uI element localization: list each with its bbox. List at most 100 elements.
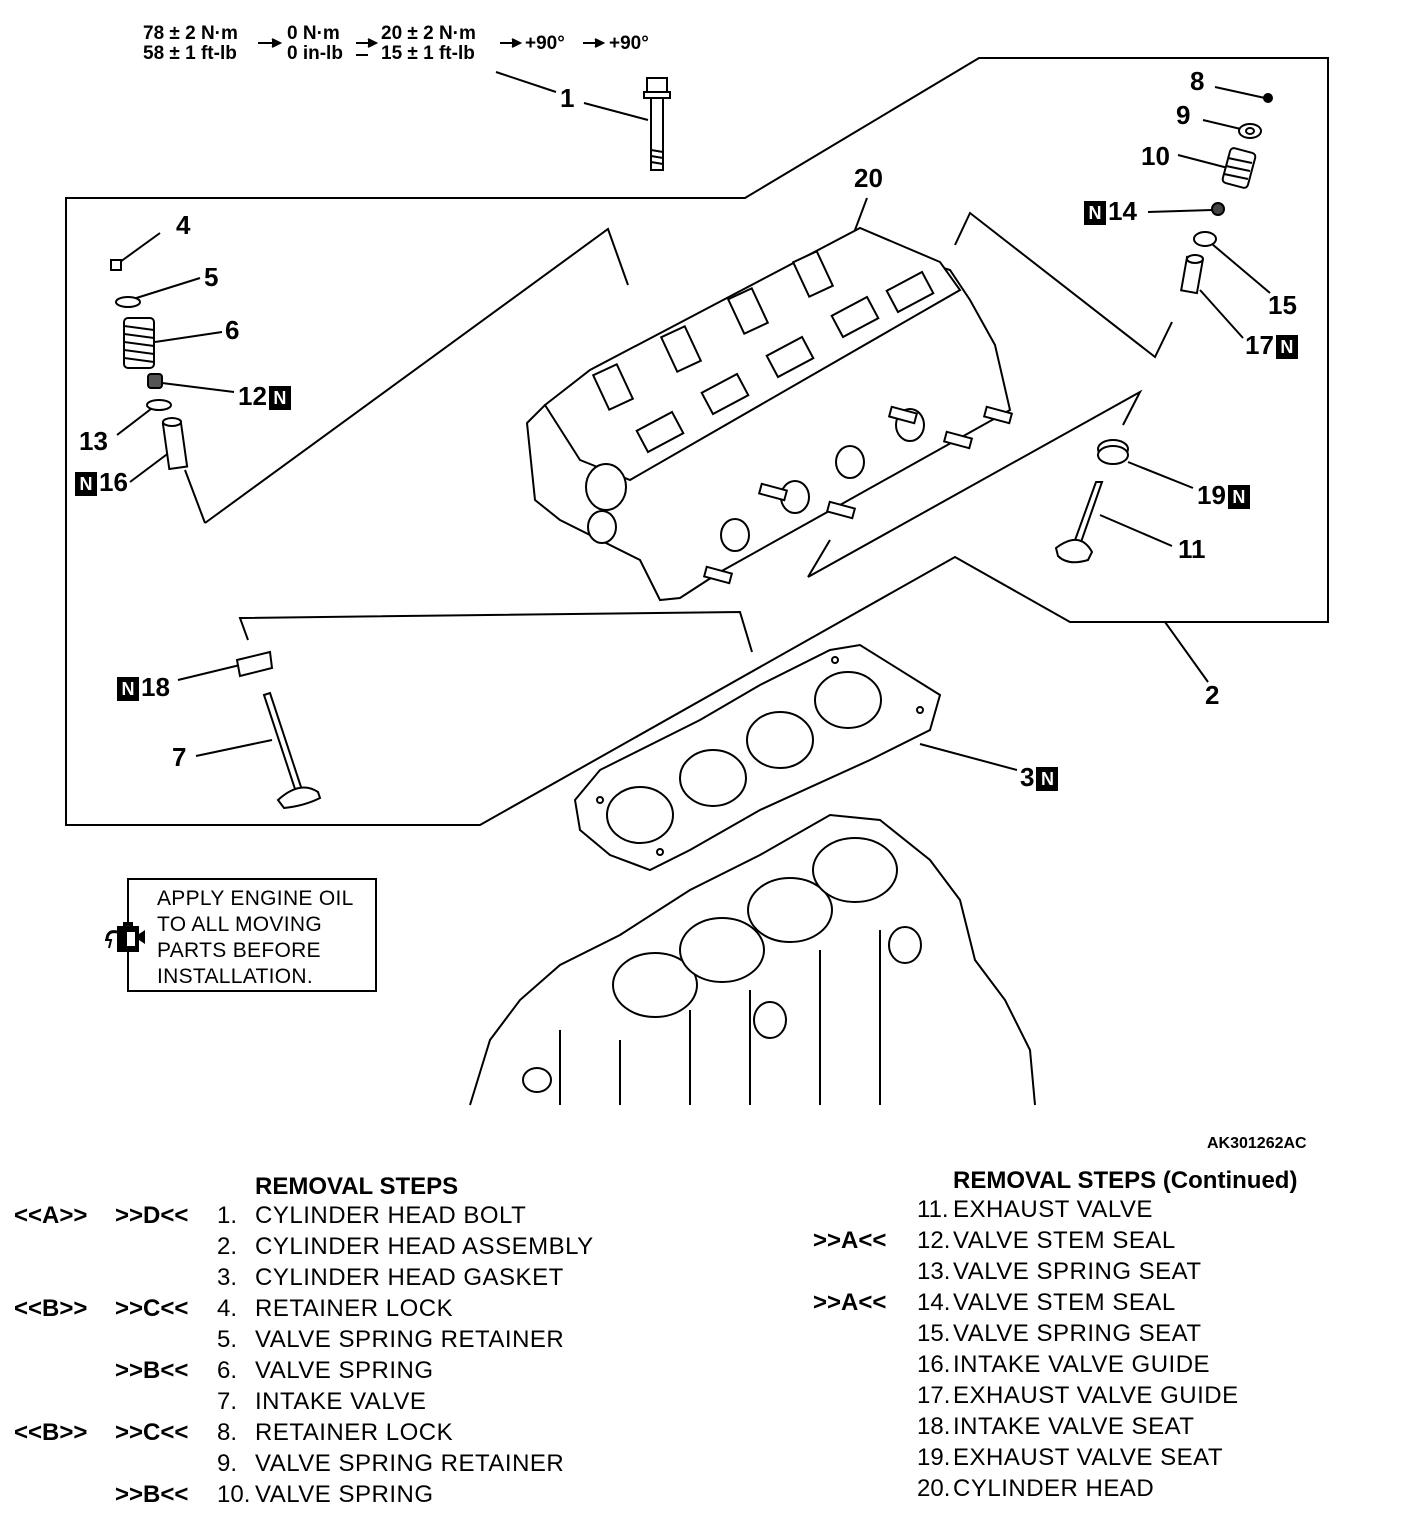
new-part-mark: N [75, 472, 97, 497]
intake-bracket [204, 227, 629, 524]
step-label: VALVE SPRING [255, 1357, 434, 1384]
step-label: INTAKE VALVE [255, 1388, 427, 1415]
step-row: >>A<<12.VALVE STEM SEAL [0, 1227, 1400, 1258]
exploded-view-diagram [65, 38, 1329, 1106]
note-text: APPLY ENGINE OIL TO ALL MOVING PARTS BEF… [157, 886, 354, 990]
callout-5: 5 [204, 262, 219, 292]
step-number: 8. [217, 1419, 238, 1446]
torque-step1-imperial: 58 ± 1 ft-lb [143, 43, 237, 64]
valve-stem-seal-14 [1211, 202, 1225, 216]
step-row: <<B>> >>C<< 8. RETAINER LOCK [0, 1419, 700, 1450]
step-label: EXHAUST VALVE GUIDE [953, 1382, 1239, 1409]
new-part-mark: N [1036, 767, 1059, 792]
intake-valve-guide-16 [161, 417, 189, 471]
oil-can-icon [105, 922, 145, 952]
step-row: 3.CYLINDER HEAD GASKET [0, 1264, 700, 1295]
assembly-outline [65, 57, 1329, 826]
valve-stem-seal-12 [147, 373, 163, 389]
step-number: 15. [917, 1320, 951, 1347]
callout-10: 10 [1141, 141, 1170, 171]
spring-seat-15 [1193, 231, 1217, 247]
step-row: 20.CYLINDER HEAD [0, 1475, 1400, 1506]
cylinder-head-bolt [643, 77, 671, 171]
step-number: 18. [917, 1413, 951, 1440]
retainer-lock-4 [110, 259, 122, 271]
exhaust-valve-guide-17 [1180, 254, 1204, 295]
step-row: >>A<<14.VALVE STEM SEAL [0, 1289, 1400, 1320]
step-ref-installation: >>B<< [115, 1481, 189, 1508]
step-number: 1. [217, 1202, 238, 1229]
step-row: 16.INTAKE VALVE GUIDE [0, 1351, 1400, 1382]
callout-6: 6 [225, 315, 240, 345]
new-part-mark: N [1275, 335, 1298, 360]
figure-code: AK301262AC [1207, 1135, 1307, 1152]
valve-spring-10 [1221, 147, 1257, 189]
torque-step4: +90° [525, 33, 565, 54]
step-row: 2.CYLINDER HEAD ASSEMBLY [0, 1233, 700, 1264]
new-part-mark: N [117, 677, 139, 702]
step-label: VALVE SPRING SEAT [953, 1258, 1202, 1285]
valve-spring-6 [123, 317, 155, 369]
cylinder-head-gasket [573, 643, 942, 872]
note-line: TO ALL MOVING [157, 913, 322, 936]
step-number: 2. [217, 1233, 238, 1260]
callout-9: 9 [1176, 100, 1191, 130]
retainer-lock-8 [1263, 93, 1273, 103]
torque-step3-metric: 20 ± 2 N·m [381, 23, 476, 44]
step-row: 5. VALVE SPRING RETAINER [0, 1326, 700, 1357]
step-row: 18.INTAKE VALVE SEAT [0, 1413, 1400, 1444]
step-row: 17.EXHAUST VALVE GUIDE [0, 1382, 1400, 1413]
removal-steps-continued-title: REMOVAL STEPS (Continued) [953, 1167, 1298, 1194]
step-label: VALVE SPRING [255, 1481, 434, 1508]
step-number: 10. [217, 1481, 251, 1508]
step-label: EXHAUST VALVE [953, 1196, 1153, 1223]
callout-20: 20 [854, 163, 883, 193]
callout-11: 11 [1178, 534, 1206, 564]
step-number: 11. [917, 1196, 949, 1223]
step-number: 13. [917, 1258, 951, 1285]
new-part-mark: N [1084, 201, 1106, 226]
spring-seat-13 [146, 399, 172, 411]
callout-7: 7 [172, 742, 187, 772]
step-ref-installation: >>C<< [115, 1419, 189, 1446]
torque-step1-metric: 78 ± 2 N·m [143, 23, 238, 44]
step-row: 15.VALVE SPRING SEAT [0, 1320, 1400, 1351]
step-label: VALVE SPRING RETAINER [255, 1326, 565, 1353]
callout-8: 8 [1190, 66, 1205, 96]
step-label: RETAINER LOCK [255, 1295, 454, 1322]
step-row: 19.EXHAUST VALVE SEAT [0, 1444, 1400, 1475]
step-row: 11.EXHAUST VALVE [0, 1196, 1400, 1227]
note-line: PARTS BEFORE [157, 939, 321, 962]
step-label: INTAKE VALVE SEAT [953, 1413, 1195, 1440]
step-label: VALVE STEM SEAL [953, 1227, 1176, 1254]
callout-4: 4 [176, 210, 191, 240]
new-part-mark: N [1227, 485, 1250, 510]
step-number: 5. [217, 1326, 238, 1353]
exhaust-valve-11 [1054, 481, 1104, 564]
step-row: <<A>>>>D<<1.CYLINDER HEAD BOLT [0, 1202, 700, 1233]
new-part-mark: N [268, 386, 291, 411]
step-ref-disassembly: <<A>> [14, 1202, 88, 1229]
step-number: 16. [917, 1351, 951, 1378]
step-ref-installation: >>C<< [115, 1295, 189, 1322]
step-ref-disassembly: <<B>> [14, 1419, 88, 1446]
step-number: 9. [217, 1450, 238, 1477]
engine-block [469, 813, 1036, 1106]
step-row: 9.VALVE SPRING RETAINER [0, 1450, 700, 1481]
step-number: 12. [917, 1227, 951, 1254]
step-row: >>B<< 10.VALVE SPRING [0, 1481, 700, 1512]
callout-13: 13 [79, 426, 108, 456]
step-number: 19. [917, 1444, 951, 1471]
step-ref-installation: >>D<< [115, 1202, 189, 1229]
step-label: EXHAUST VALVE SEAT [953, 1444, 1223, 1471]
callout-2: 2 [1205, 680, 1220, 710]
step-row: 13.VALVE SPRING SEAT [0, 1258, 1400, 1289]
step-number: 4. [217, 1295, 238, 1322]
torque-step3-imperial: 15 ± 1 ft-lb [381, 43, 475, 64]
step-label: RETAINER LOCK [255, 1419, 454, 1446]
torque-step2-imperial: 0 in-lb [287, 43, 343, 64]
